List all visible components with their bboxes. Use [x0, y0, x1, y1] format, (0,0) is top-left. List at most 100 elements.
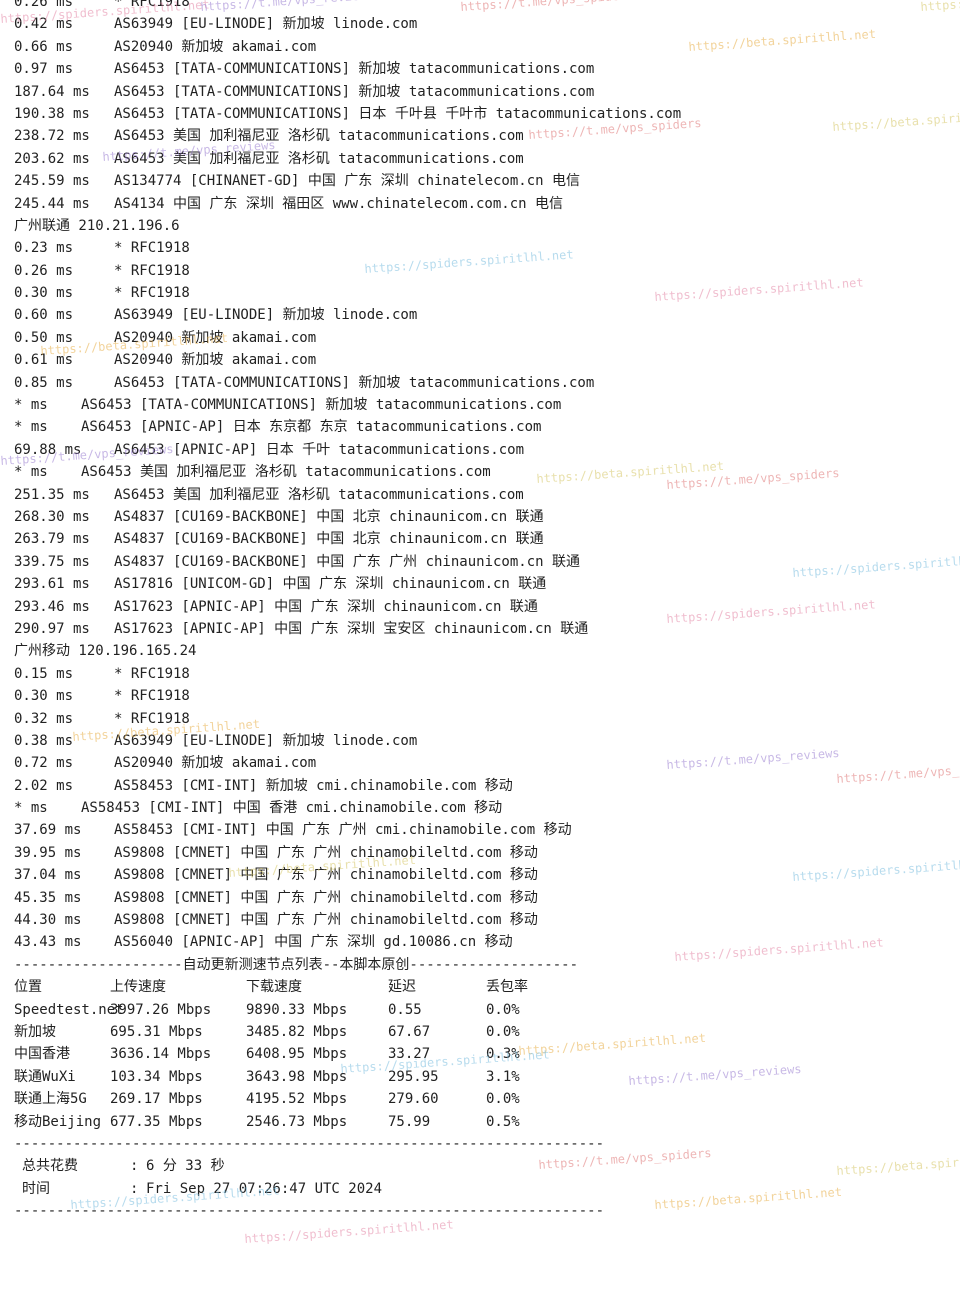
- traceroute-hop: 0.85 ms AS6453 [TATA-COMMUNICATIONS] 新加坡 …: [14, 372, 960, 394]
- speed-cell: 3485.82 Mbps: [246, 1023, 348, 1040]
- hop-latency: 203.62 ms: [14, 150, 90, 167]
- hop-latency: 0.97 ms: [14, 61, 74, 78]
- separator-text: --------------------自动更新测速节点列表--本脚本原创---…: [14, 956, 579, 973]
- speed-column-header: 位置: [14, 979, 42, 996]
- traceroute-hop: 0.23 ms* RFC1918: [14, 237, 960, 259]
- speed-cell: 269.17 Mbps: [110, 1091, 203, 1108]
- hop-info: AS20940 新加坡 akamai.com: [114, 329, 317, 346]
- target-label: 广州联通 210.21.196.6: [14, 217, 180, 234]
- hop-info: AS4837 [CU169-BACKBONE] 中国 北京 chinaunico…: [114, 531, 544, 548]
- hop-latency: 0.66 ms: [14, 38, 74, 55]
- summary-colon: :: [130, 1180, 139, 1197]
- hop-latency: 290.97 ms: [14, 620, 90, 637]
- hop-info: * RFC1918: [114, 240, 190, 257]
- speed-column-header: 上传速度: [110, 979, 166, 996]
- hop-latency: 245.59 ms: [14, 173, 90, 190]
- speed-cell: 103.34 Mbps: [110, 1068, 203, 1085]
- hop-info: AS6453 美国 加利福尼亚 洛杉矶 tatacommunications.c…: [81, 464, 491, 481]
- hop-latency: 0.26 ms: [14, 262, 74, 279]
- hop-latency: 44.30 ms: [14, 912, 82, 929]
- hop-info: AS58453 [CMI-INT] 新加坡 cmi.chinamobile.co…: [114, 777, 513, 794]
- traceroute-hop: 0.30 ms* RFC1918: [14, 685, 960, 707]
- speed-cell: 2546.73 Mbps: [246, 1113, 348, 1130]
- hop-info: * RFC1918: [114, 285, 190, 302]
- speed-column-header: 丢包率: [486, 979, 528, 996]
- target-label: 广州移动 120.196.165.24: [14, 643, 197, 660]
- hop-info: AS6453 [APNIC-AP] 日本 东京都 东京 tatacommunic…: [81, 419, 542, 436]
- hop-info: AS6453 美国 加利福尼亚 洛杉矶 tatacommunications.c…: [114, 128, 524, 145]
- hop-latency: * ms: [14, 419, 48, 436]
- hop-info: AS4134 中国 广东 深圳 福田区 www.chinatelecom.com…: [114, 195, 564, 212]
- hop-latency: 69.88 ms: [14, 441, 82, 458]
- hop-info: AS63949 [EU-LINODE] 新加坡 linode.com: [114, 307, 418, 324]
- speed-cell: 33.27: [388, 1046, 431, 1063]
- hop-info: AS63949 [EU-LINODE] 新加坡 linode.com: [114, 732, 418, 749]
- hop-latency: 268.30 ms: [14, 508, 90, 525]
- hop-latency: 0.30 ms: [14, 285, 74, 302]
- hop-latency: 0.72 ms: [14, 755, 74, 772]
- speed-cell: 67.67: [388, 1023, 431, 1040]
- speed-cell: 4195.52 Mbps: [246, 1091, 348, 1108]
- separator-line: ----------------------------------------…: [14, 1200, 960, 1222]
- speed-cell: 279.60: [388, 1091, 439, 1108]
- speed-cell: 0.55: [388, 1001, 422, 1018]
- hop-latency: 37.04 ms: [14, 867, 82, 884]
- hop-latency: 187.64 ms: [14, 83, 90, 100]
- hop-latency: 293.46 ms: [14, 598, 90, 615]
- hop-info: AS6453 [TATA-COMMUNICATIONS] 新加坡 tatacom…: [81, 397, 562, 414]
- traceroute-hop: 0.97 ms AS6453 [TATA-COMMUNICATIONS] 新加坡 …: [14, 58, 960, 80]
- speed-column-header: 下载速度: [246, 979, 302, 996]
- traceroute-hop: 43.43 ms AS56040 [APNIC-AP] 中国 广东 深圳 gd.1…: [14, 931, 960, 953]
- speed-cell: 6408.95 Mbps: [246, 1046, 348, 1063]
- hop-info: AS17623 [APNIC-AP] 中国 广东 深圳 宝安区 chinauni…: [114, 620, 589, 637]
- terminal-output: 0.26 ms * RFC1918 0.42 ms AS63949 [EU-LINOD…: [14, 0, 960, 1222]
- hop-info: AS6453 [TATA-COMMUNICATIONS] 新加坡 tatacom…: [114, 374, 595, 391]
- speed-cell: 695.31 Mbps: [110, 1023, 203, 1040]
- speed-table-header: 位置 上传速度 下载速度 延迟 丢包率: [14, 976, 960, 998]
- speed-cell: 3.1%: [486, 1068, 520, 1085]
- traceroute-hop: 0.26 ms * RFC1918: [14, 260, 960, 282]
- hop-latency: 339.75 ms: [14, 553, 90, 570]
- traceroute-hop: 0.15 ms* RFC1918: [14, 663, 960, 685]
- hop-latency: 0.30 ms: [14, 688, 74, 705]
- hop-info: AS4837 [CU169-BACKBONE] 中国 北京 chinaunico…: [114, 508, 544, 525]
- speed-cell: 75.99: [388, 1113, 431, 1130]
- hop-latency: 0.85 ms: [14, 374, 74, 391]
- hop-info: * RFC1918: [114, 262, 190, 279]
- hop-latency: 0.32 ms: [14, 710, 74, 727]
- hop-latency: 43.43 ms: [14, 934, 82, 951]
- hop-latency: 2.02 ms: [14, 777, 74, 794]
- hop-latency: 251.35 ms: [14, 486, 90, 503]
- hop-info: AS17816 [UNICOM-GD] 中国 广东 深圳 chinaunicom…: [114, 576, 547, 593]
- speed-cell: 移动Beijing: [14, 1113, 102, 1130]
- hop-info: AS6453 [TATA-COMMUNICATIONS] 新加坡 tatacom…: [114, 61, 595, 78]
- speed-cell: 3997.26 Mbps: [110, 1001, 212, 1018]
- traceroute-hop: 0.30 ms * RFC1918: [14, 282, 960, 304]
- speed-column-header: 延迟: [388, 979, 416, 996]
- hop-info: * RFC1918: [114, 0, 190, 10]
- hop-latency: 39.95 ms: [14, 844, 82, 861]
- hop-latency: 190.38 ms: [14, 105, 90, 122]
- speed-cell: Speedtest.net: [14, 1001, 124, 1018]
- hop-info: AS20940 新加坡 akamai.com: [114, 755, 317, 772]
- hop-latency: 263.79 ms: [14, 531, 90, 548]
- separator-text: ----------------------------------------…: [14, 1135, 605, 1152]
- hop-info: AS56040 [APNIC-AP] 中国 广东 深圳 gd.10086.cn …: [114, 934, 513, 951]
- summary-value: Fri Sep 27 07:26:47 UTC 2024: [146, 1180, 383, 1197]
- hop-latency: 0.42 ms: [14, 16, 74, 33]
